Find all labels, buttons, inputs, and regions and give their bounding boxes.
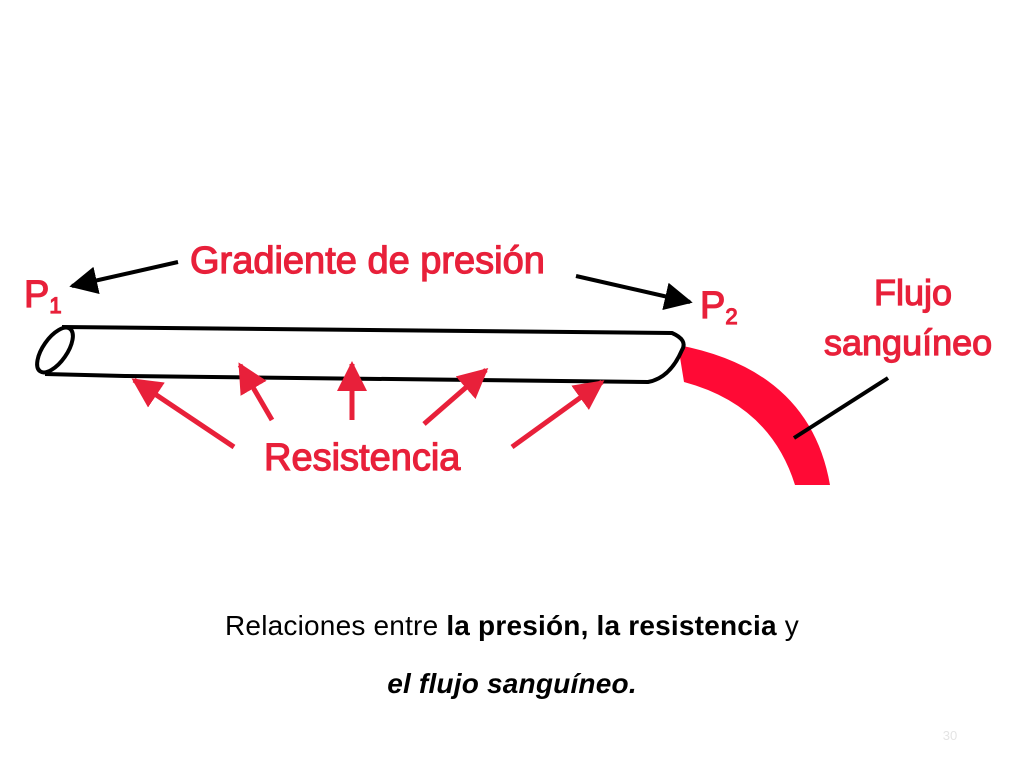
flow-label-line1: Flujo	[874, 272, 952, 313]
pressure-resistance-flow-diagram: Gradiente de presión P1 P2 Flujo sanguín…	[23, 239, 993, 485]
resistance-arrow-5	[510, 379, 605, 450]
tube-opening	[35, 325, 75, 375]
flow-pointer-line	[792, 376, 890, 440]
caption-plain-b: y	[776, 610, 799, 641]
caption-bold: la presión, la resistencia	[446, 610, 777, 641]
resistance-arrow-4	[422, 368, 489, 426]
resistance-arrow-1	[131, 377, 236, 450]
resistance-arrow-2	[237, 362, 275, 422]
blood-flow-band	[678, 345, 830, 485]
caption-line-2: el flujo sanguíneo.	[387, 668, 637, 699]
caption-line-1: Relaciones entre la presión, la resisten…	[0, 610, 1024, 642]
slide-number: 30	[942, 728, 958, 743]
flow-label-line2: sanguíneo	[824, 322, 992, 363]
resistance-arrows	[131, 361, 605, 450]
resistance-label: Resistencia	[264, 437, 461, 479]
blood-vessel-tube	[35, 325, 686, 384]
caption-plain-a: Relaciones entre	[225, 610, 447, 641]
gradient-arrow-left	[69, 260, 179, 295]
p1-label: P1	[24, 274, 62, 318]
p2-label: P2	[700, 285, 738, 329]
gradient-label: Gradiente de presión	[190, 240, 545, 282]
gradient-arrow-right	[575, 274, 693, 311]
